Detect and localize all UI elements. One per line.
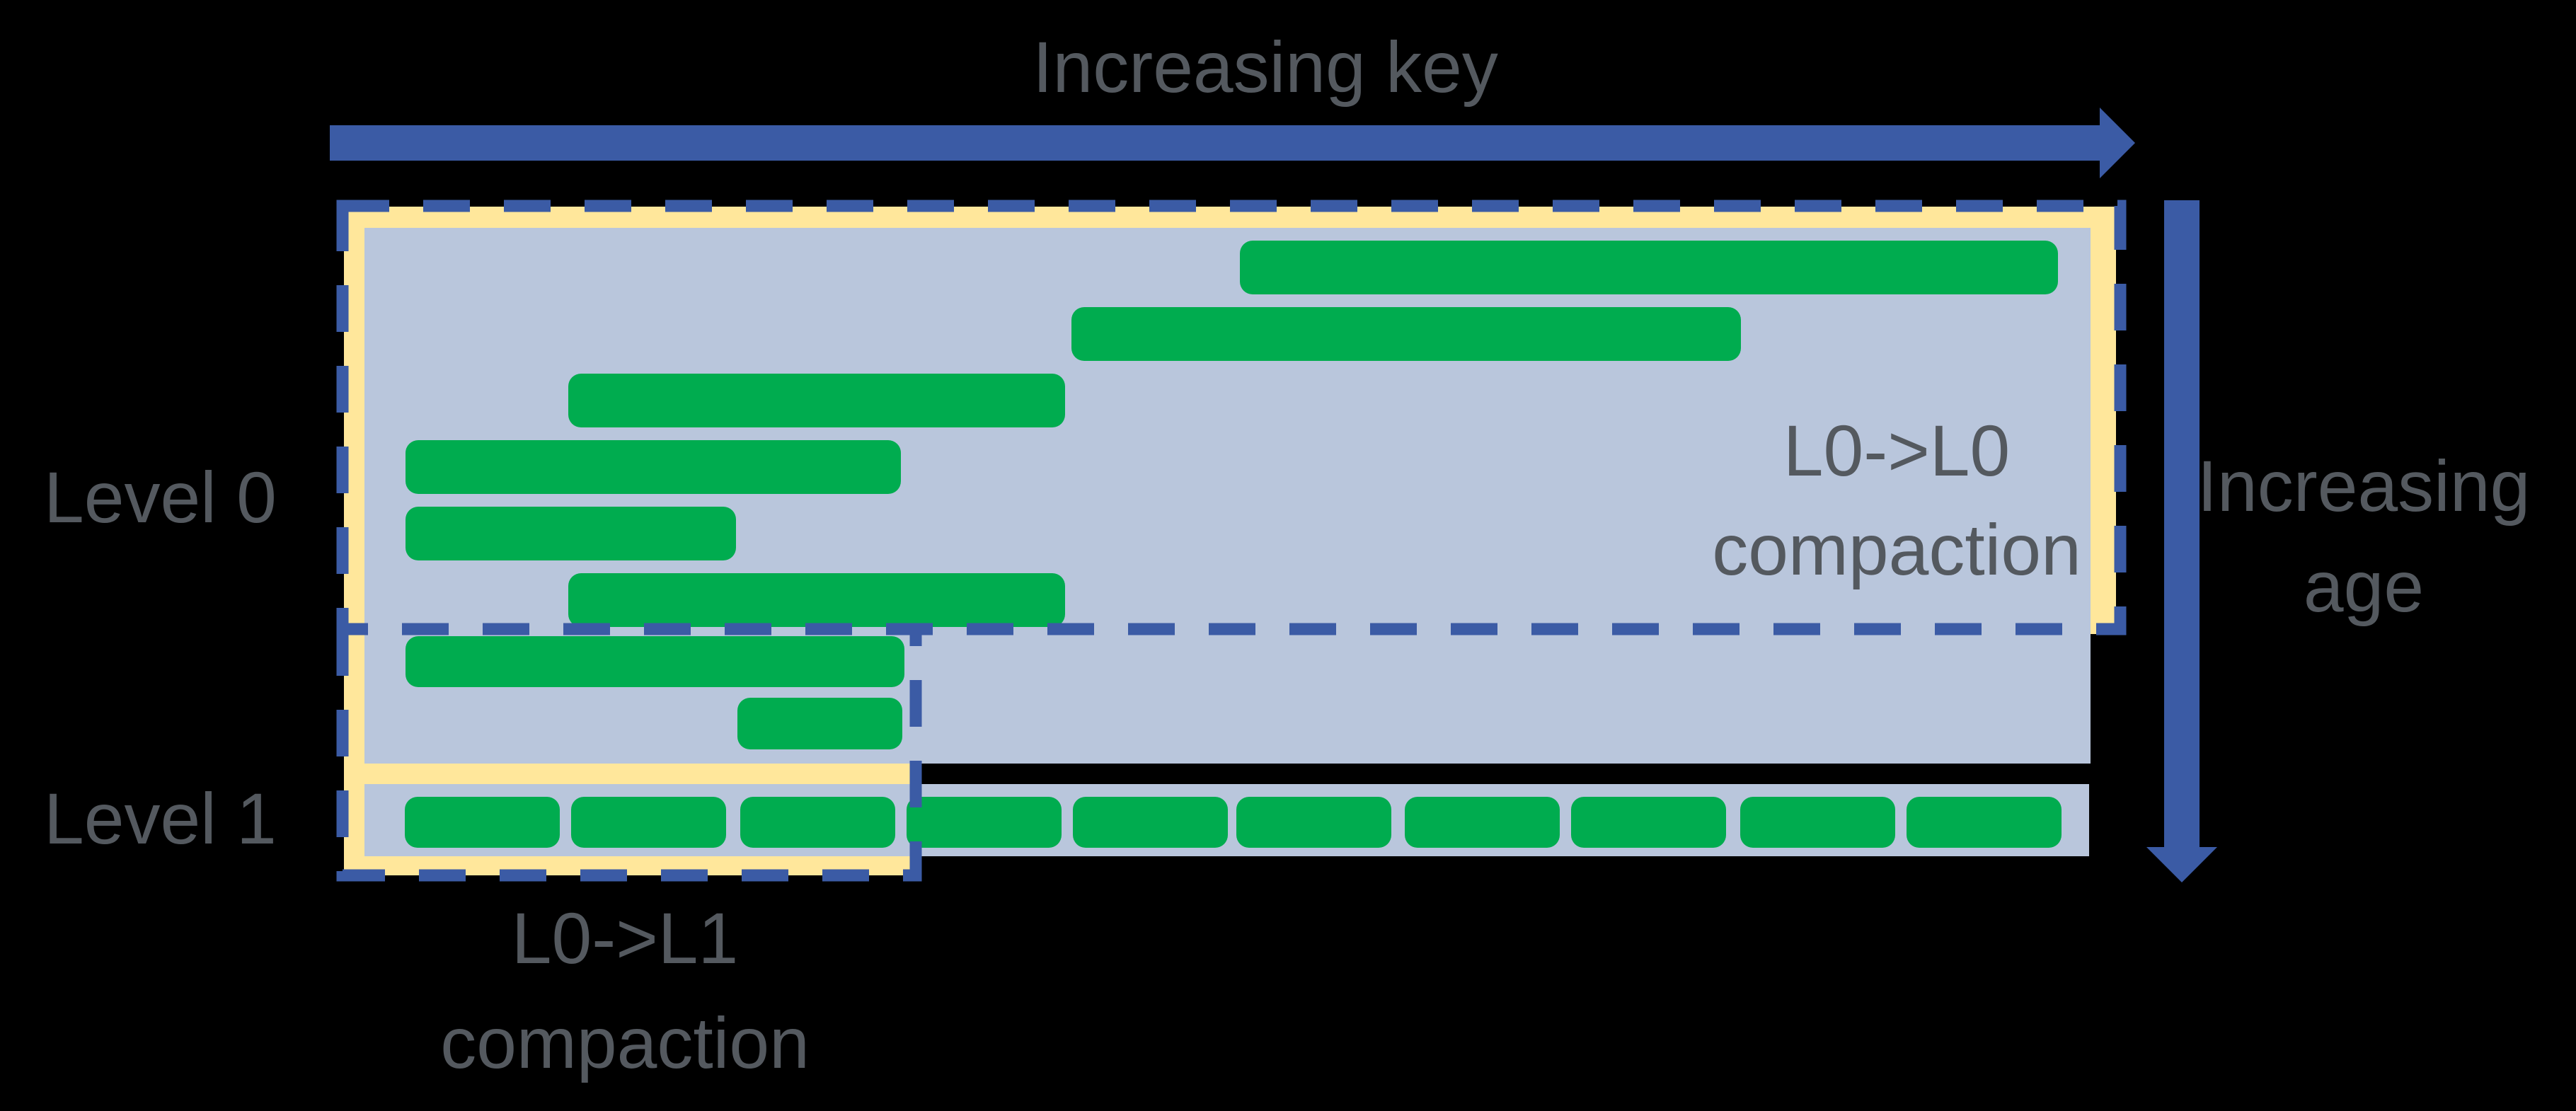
l0-l1-compaction-line2: compaction — [440, 1003, 810, 1083]
sstable-bar — [405, 797, 560, 848]
sstable-bar — [406, 636, 904, 687]
increasing-key-arrow — [330, 108, 2135, 178]
sstable-bar — [1236, 797, 1391, 848]
sstable-bar — [1740, 797, 1895, 848]
sstable-bar — [740, 797, 895, 848]
sstable-bar — [1405, 797, 1560, 848]
sstable-bar — [737, 698, 902, 749]
sstable-bar — [406, 507, 736, 560]
sstable-bar — [571, 797, 726, 848]
sstable-bar — [1907, 797, 2062, 848]
l0-l0-compaction-line1: L0->L0 — [1783, 410, 2011, 491]
increasing-age-line1: Increasing — [2197, 446, 2531, 526]
sstable-bar — [1073, 797, 1228, 848]
level1-label: Level 1 — [44, 778, 277, 859]
increasing-age-label: Increasing age — [2151, 436, 2576, 637]
sstable-bar — [907, 797, 1062, 848]
increasing-age-line2: age — [2303, 546, 2425, 627]
l0-l0-compaction-label: L0->L0 compaction — [1684, 401, 2109, 599]
increasing-key-label: Increasing key — [1033, 27, 1498, 108]
l0-l1-compaction-line1: L0->L1 — [511, 898, 739, 979]
sstable-bar — [568, 573, 1065, 627]
sstable-bar — [1071, 307, 1741, 361]
sstable-bar — [568, 374, 1065, 427]
l0-l1-compaction-label: L0->L1 compaction — [342, 886, 908, 1095]
l0-l0-compaction-line2: compaction — [1712, 510, 2081, 590]
level0-label: Level 0 — [44, 457, 277, 538]
sstable-bar — [1571, 797, 1726, 848]
sstable-bar — [1240, 241, 2058, 294]
sstable-bar — [406, 440, 901, 494]
